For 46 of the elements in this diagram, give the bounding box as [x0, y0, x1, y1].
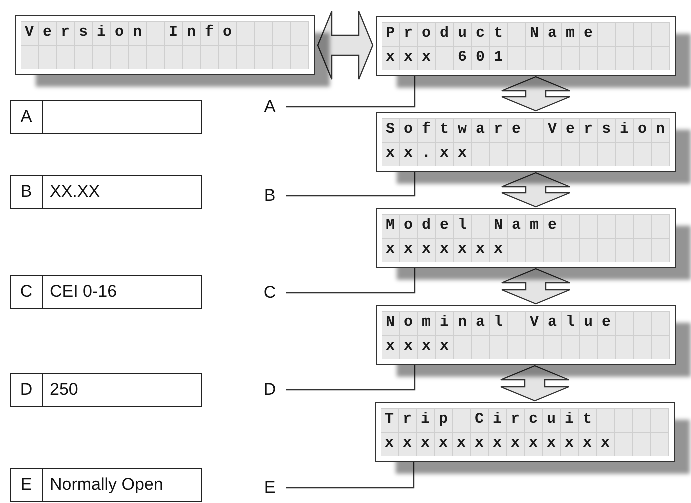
row-letter: E: [11, 469, 43, 501]
row-letter: B: [11, 176, 43, 208]
row-letter: C: [11, 276, 43, 308]
table-row: [10, 373, 202, 407]
lcd-text: xxx 601: [385, 48, 512, 68]
lcd-display: [15, 15, 315, 75]
row-letter: D: [11, 374, 43, 406]
lcd-text: Nominal Value: [385, 313, 620, 333]
lcd-text: xxxxxxxxxxxxx: [384, 434, 620, 454]
table-row: [10, 275, 202, 309]
lcd-text: Product Name: [385, 24, 602, 44]
callout-letter: B: [262, 186, 278, 206]
double-arrow: [501, 76, 571, 112]
lcd-display: [376, 208, 676, 268]
leader-line: [286, 172, 416, 197]
lcd-text: Trip Circuit: [384, 410, 602, 430]
lcd-display: [376, 305, 676, 365]
row-value: CEI 0-16: [49, 282, 118, 302]
lcd-text: Software Version: [385, 120, 674, 140]
lcd-display: [375, 402, 675, 462]
callout-letter: A: [262, 97, 278, 117]
double-arrow: [501, 268, 571, 305]
double-arrow: [501, 172, 571, 208]
lcd-text: xxxx: [385, 337, 458, 357]
double-arrow: [500, 365, 570, 402]
leader-line: [286, 76, 416, 108]
table-row: [10, 468, 202, 502]
callout-letter: C: [262, 283, 278, 303]
lcd-display: [376, 16, 676, 76]
lcd-text: Model Name: [385, 216, 566, 236]
lcd-text: xxxxxxx: [385, 240, 512, 260]
leader-line: [286, 268, 416, 294]
row-value: 250: [49, 380, 78, 400]
row-value: XX.XX: [49, 182, 100, 202]
callout-letter: E: [262, 478, 278, 498]
table-row: [10, 100, 202, 134]
lcd-display: [376, 112, 676, 172]
callout-letter: D: [262, 380, 278, 400]
row-value: Normally Open: [49, 475, 164, 495]
table-row: [10, 175, 202, 209]
leader-line: [286, 365, 416, 391]
lcd-text: xx.xx: [385, 144, 476, 164]
double-arrow: [317, 10, 374, 80]
lcd-text: Version Info: [24, 23, 242, 43]
leader-line: [286, 462, 415, 489]
row-letter: A: [11, 101, 43, 133]
